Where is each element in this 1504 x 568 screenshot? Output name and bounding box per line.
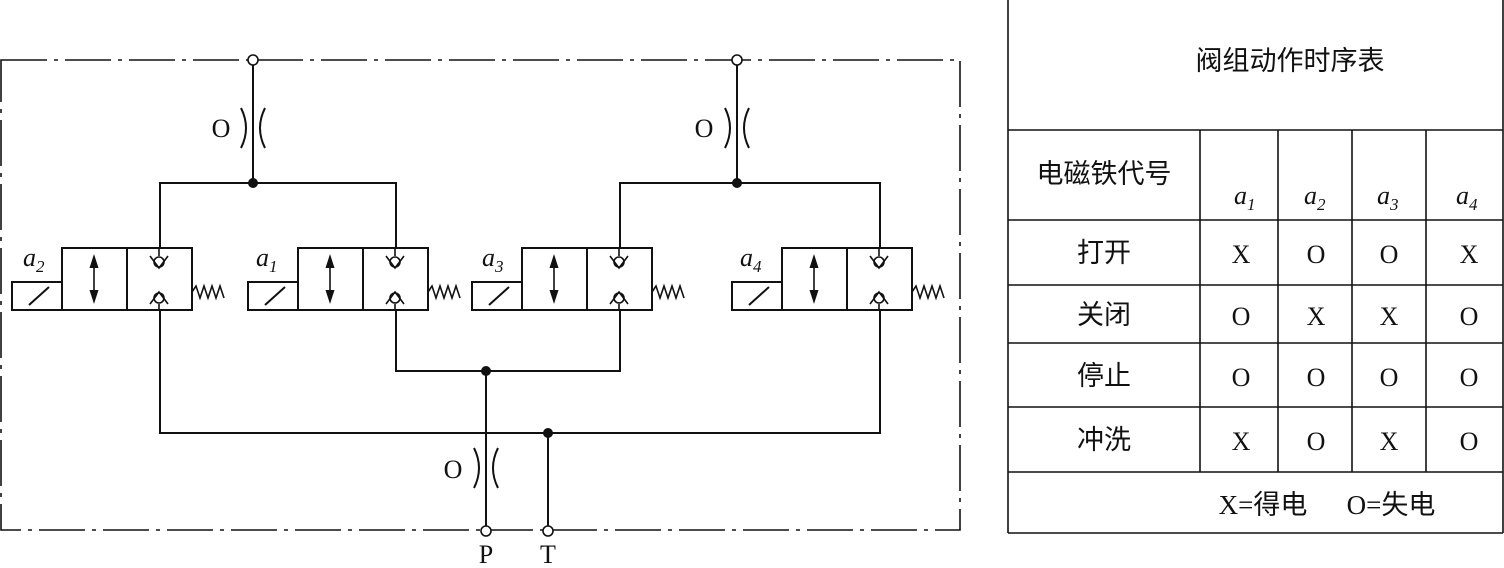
solenoid-coil-mark xyxy=(488,286,510,306)
double-arrow-icon xyxy=(325,254,335,304)
double-arrow-icon xyxy=(809,254,819,304)
double-arrow-icon xyxy=(549,254,559,304)
row-label: 打开 xyxy=(1077,238,1131,268)
spring-icon xyxy=(191,283,225,301)
check-valve-icon xyxy=(869,248,889,310)
row-label: 冲洗 xyxy=(1077,425,1131,455)
junction-dot xyxy=(248,178,258,188)
table-row: 停止 O O O O xyxy=(1077,361,1478,392)
table-row: 打开 X O O X xyxy=(1077,238,1479,269)
table-title: 阀组动作时序表 xyxy=(1196,46,1385,76)
orifice-top-left: O xyxy=(212,107,266,149)
valve-block-boundary xyxy=(0,59,961,531)
pipe-tank-manifold xyxy=(159,310,881,434)
check-valve-icon xyxy=(149,248,169,310)
table-cell: O xyxy=(1232,363,1251,392)
solenoid-coil-mark xyxy=(264,286,286,306)
port-label-t: T xyxy=(540,540,556,568)
legend-energized: X=得电 xyxy=(1219,490,1308,520)
column-header-a4: a4 xyxy=(1456,181,1478,214)
spring-icon xyxy=(651,283,685,301)
check-valve-icon xyxy=(385,248,405,310)
orifice-left-arc xyxy=(240,107,247,149)
table-cell: O xyxy=(1380,240,1399,269)
pipe-right-upper-manifold xyxy=(619,182,881,248)
table-cell: O xyxy=(1307,427,1326,456)
orifice-top-right: O xyxy=(695,107,750,149)
table-cell: X xyxy=(1460,240,1479,269)
pipe-left-upper-manifold xyxy=(159,182,397,248)
orifice-right-arc xyxy=(743,107,750,149)
table-cell: O xyxy=(1307,363,1326,392)
table-cell: O xyxy=(1232,302,1251,331)
double-arrow-icon xyxy=(89,254,99,304)
port-p xyxy=(480,525,492,537)
port-t xyxy=(542,525,554,537)
sequence-table: 阀组动作时序表 电磁铁代号 a1 a2 a3 a4 打开 X O O X 关闭 … xyxy=(1007,0,1504,534)
orifice-label: O xyxy=(695,114,714,143)
row-label: 停止 xyxy=(1077,361,1131,391)
table-row: 关闭 O X X O xyxy=(1077,300,1478,331)
valve-label: a3 xyxy=(482,243,504,276)
table-cell: X xyxy=(1232,427,1251,456)
table-cell: O xyxy=(1460,427,1479,456)
table-cell: X xyxy=(1232,240,1251,269)
table-header-label: 电磁铁代号 xyxy=(1037,159,1172,189)
orifice-left-arc xyxy=(724,107,731,149)
check-valve-icon xyxy=(609,248,629,310)
hydraulic-diagram: P T O O O a2 xyxy=(0,54,961,568)
valve-a4: a4 xyxy=(731,243,945,311)
table-cell: O xyxy=(1380,363,1399,392)
valve-a3: a3 xyxy=(471,243,685,311)
column-header-a3: a3 xyxy=(1377,181,1399,214)
table-cell: O xyxy=(1460,302,1479,331)
column-header-a2: a2 xyxy=(1304,181,1326,214)
solenoid-coil-mark xyxy=(748,286,770,306)
valve-label: a1 xyxy=(256,243,278,276)
table-cell: X xyxy=(1307,302,1326,331)
spring-icon xyxy=(427,283,461,301)
spring-icon xyxy=(911,283,945,301)
table-row: 冲洗 X O X O xyxy=(1077,425,1478,456)
orifice-p-line: O xyxy=(444,447,499,489)
orifice-right-arc xyxy=(492,447,499,489)
solenoid-box xyxy=(731,281,783,311)
table-cell: O xyxy=(1460,363,1479,392)
orifice-label: O xyxy=(444,455,463,484)
row-label: 关闭 xyxy=(1077,300,1131,330)
valve-label: a2 xyxy=(23,243,45,276)
solenoid-coil-mark xyxy=(28,286,50,306)
orifice-label: O xyxy=(212,114,231,143)
orifice-right-arc xyxy=(259,107,266,149)
valve-label: a4 xyxy=(740,243,762,276)
junction-dot xyxy=(543,428,553,438)
table-cell: X xyxy=(1380,427,1399,456)
table-cell: O xyxy=(1307,240,1326,269)
pipe-pressure-manifold xyxy=(395,310,621,372)
orifice-left-arc xyxy=(473,447,480,489)
port-top-left xyxy=(247,54,259,66)
legend-deenergized: O=失电 xyxy=(1347,490,1436,520)
valve-a1: a1 xyxy=(247,243,461,311)
column-header-a1: a1 xyxy=(1234,181,1256,214)
junction-dot xyxy=(732,178,742,188)
solenoid-box xyxy=(471,281,523,311)
solenoid-box xyxy=(247,281,299,311)
port-top-right xyxy=(731,54,743,66)
solenoid-box xyxy=(11,281,63,311)
table-grid xyxy=(1007,0,1504,534)
valve-a2: a2 xyxy=(11,243,225,311)
junction-dot xyxy=(481,366,491,376)
port-label-p: P xyxy=(479,540,493,568)
table-cell: X xyxy=(1380,302,1399,331)
